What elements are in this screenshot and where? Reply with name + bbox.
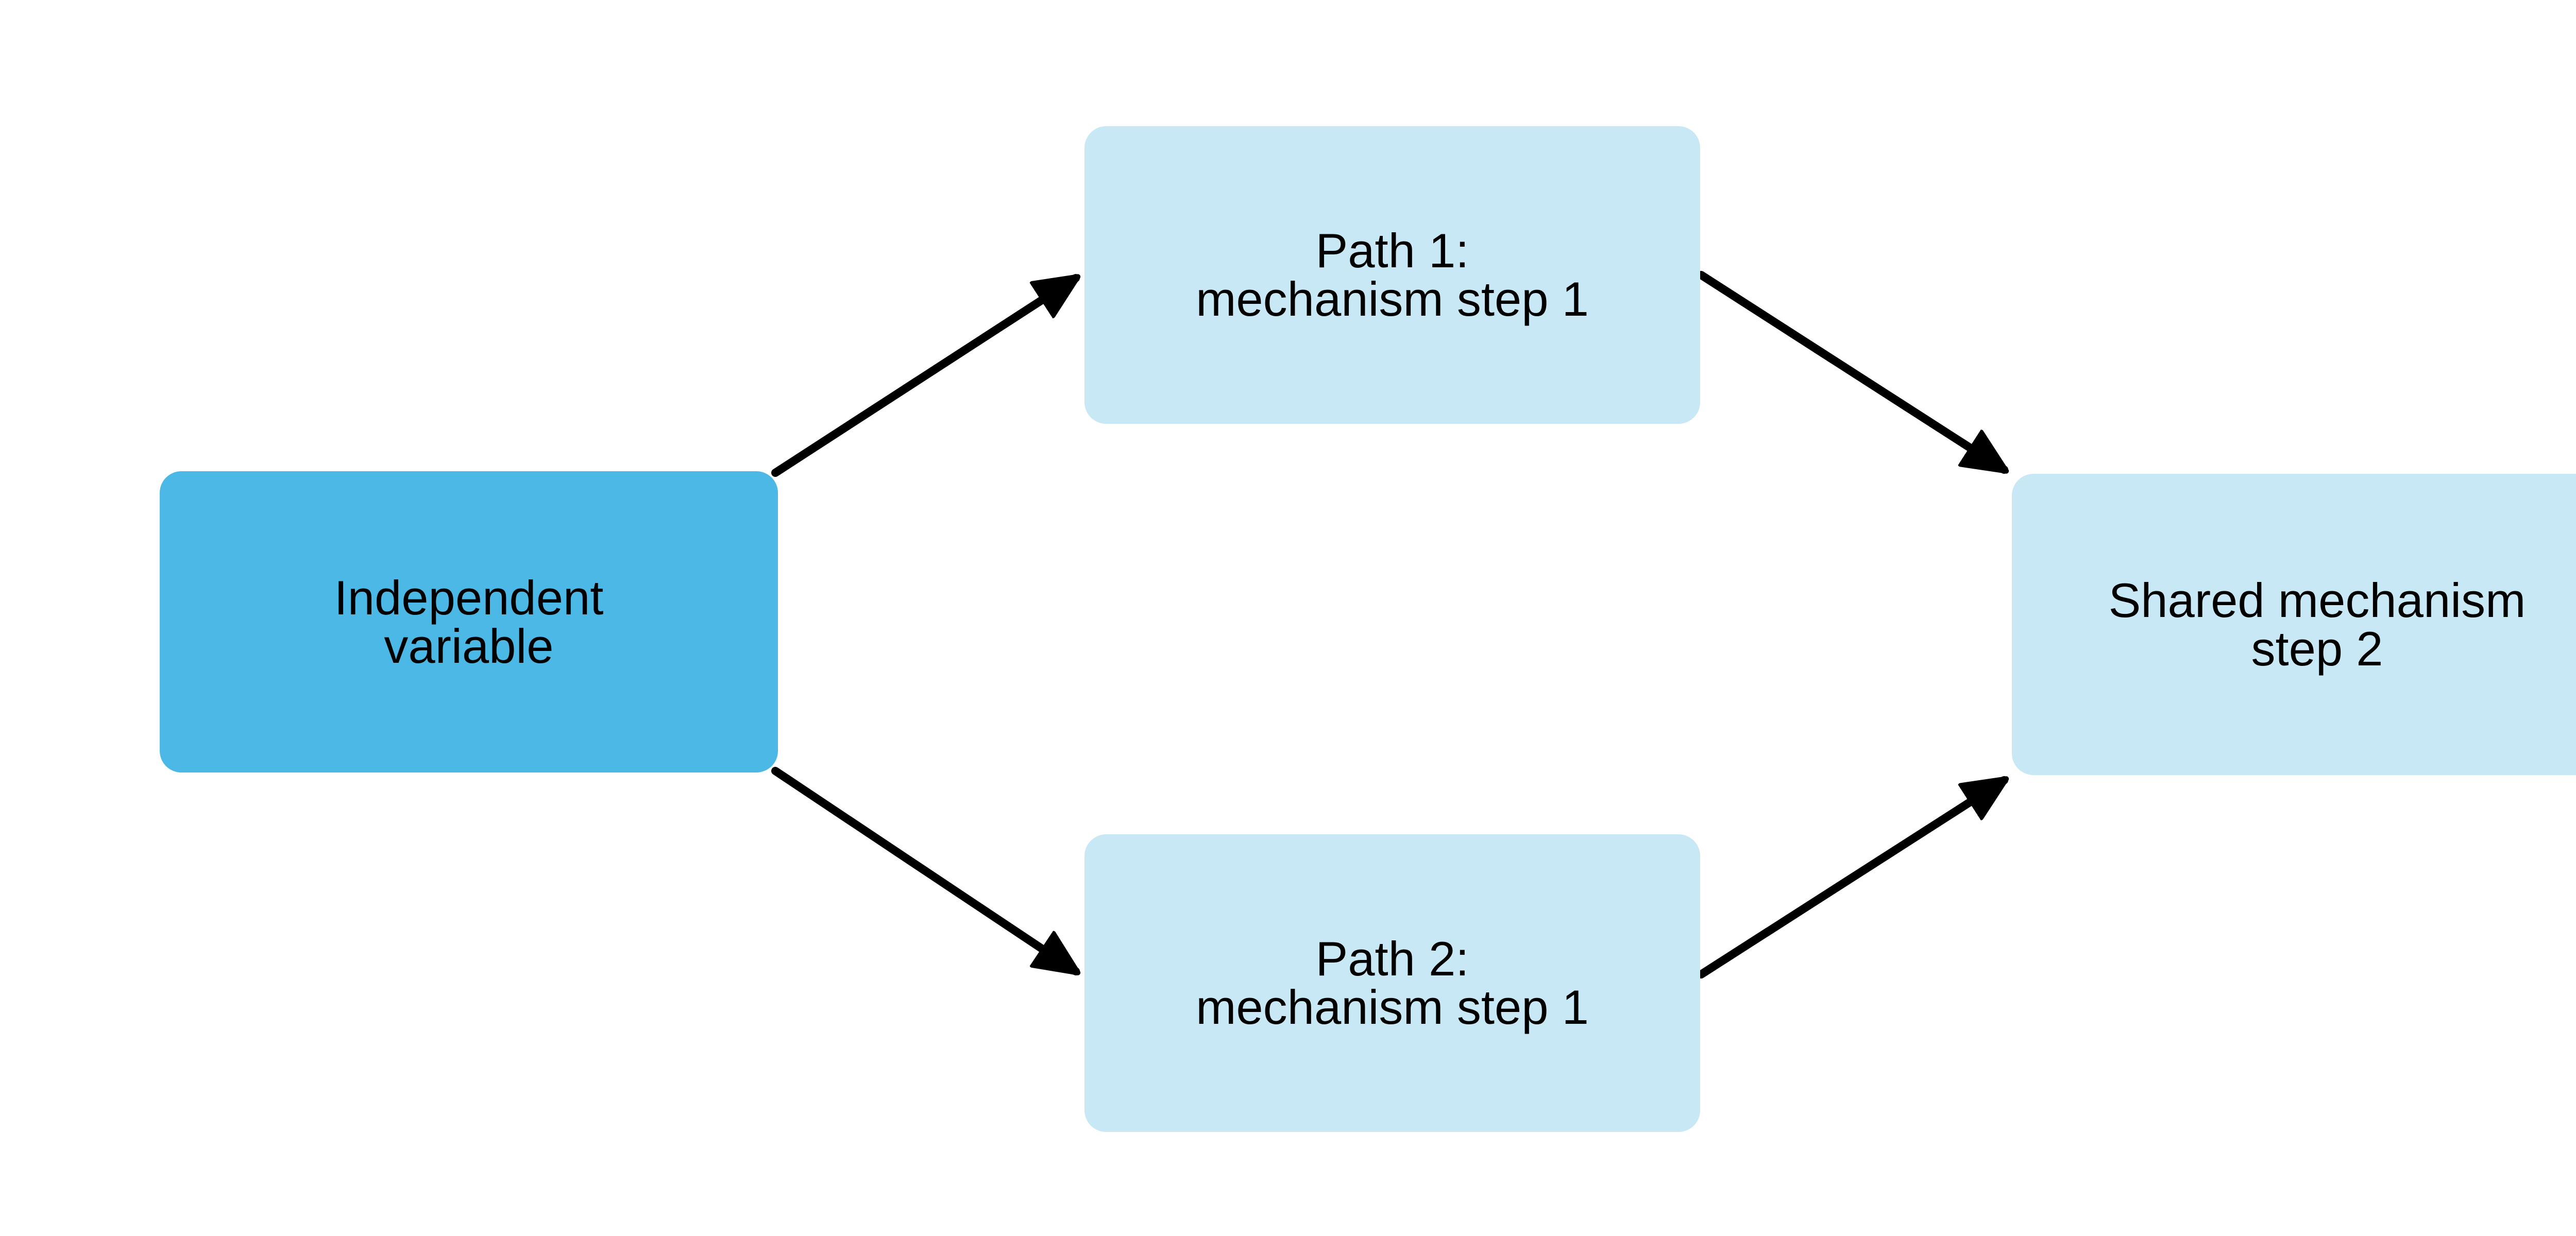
node-path2-mechanism-step1: Path 2: mechanism step 1: [1084, 834, 1700, 1132]
node-label-line: Shared mechanism: [2108, 573, 2526, 627]
node-label-line: variable: [384, 619, 554, 673]
node-label-line: mechanism step 1: [1196, 272, 1589, 326]
node-label-line: mechanism step 1: [1196, 980, 1589, 1034]
node-shared-mechanism-step2: Shared mechanism step 2: [2012, 474, 2576, 775]
edge-independent-to-path1-arrow: [771, 274, 1076, 477]
node-label-line: Path 1:: [1315, 224, 1469, 278]
edge-independent-to-path2-arrow: [771, 767, 1076, 975]
node-independent-variable: Independent variable: [160, 471, 778, 772]
node-path1-mechanism-step1: Path 1: mechanism step 1: [1084, 126, 1700, 424]
edge-path1-to-shared-arrow: [1697, 271, 2004, 474]
node-label-line: Independent: [334, 570, 604, 625]
node-label-line: Path 2:: [1315, 932, 1469, 986]
edge-path2-to-shared-arrow: [1697, 776, 2004, 978]
node-label-line: step 2: [2251, 621, 2383, 676]
